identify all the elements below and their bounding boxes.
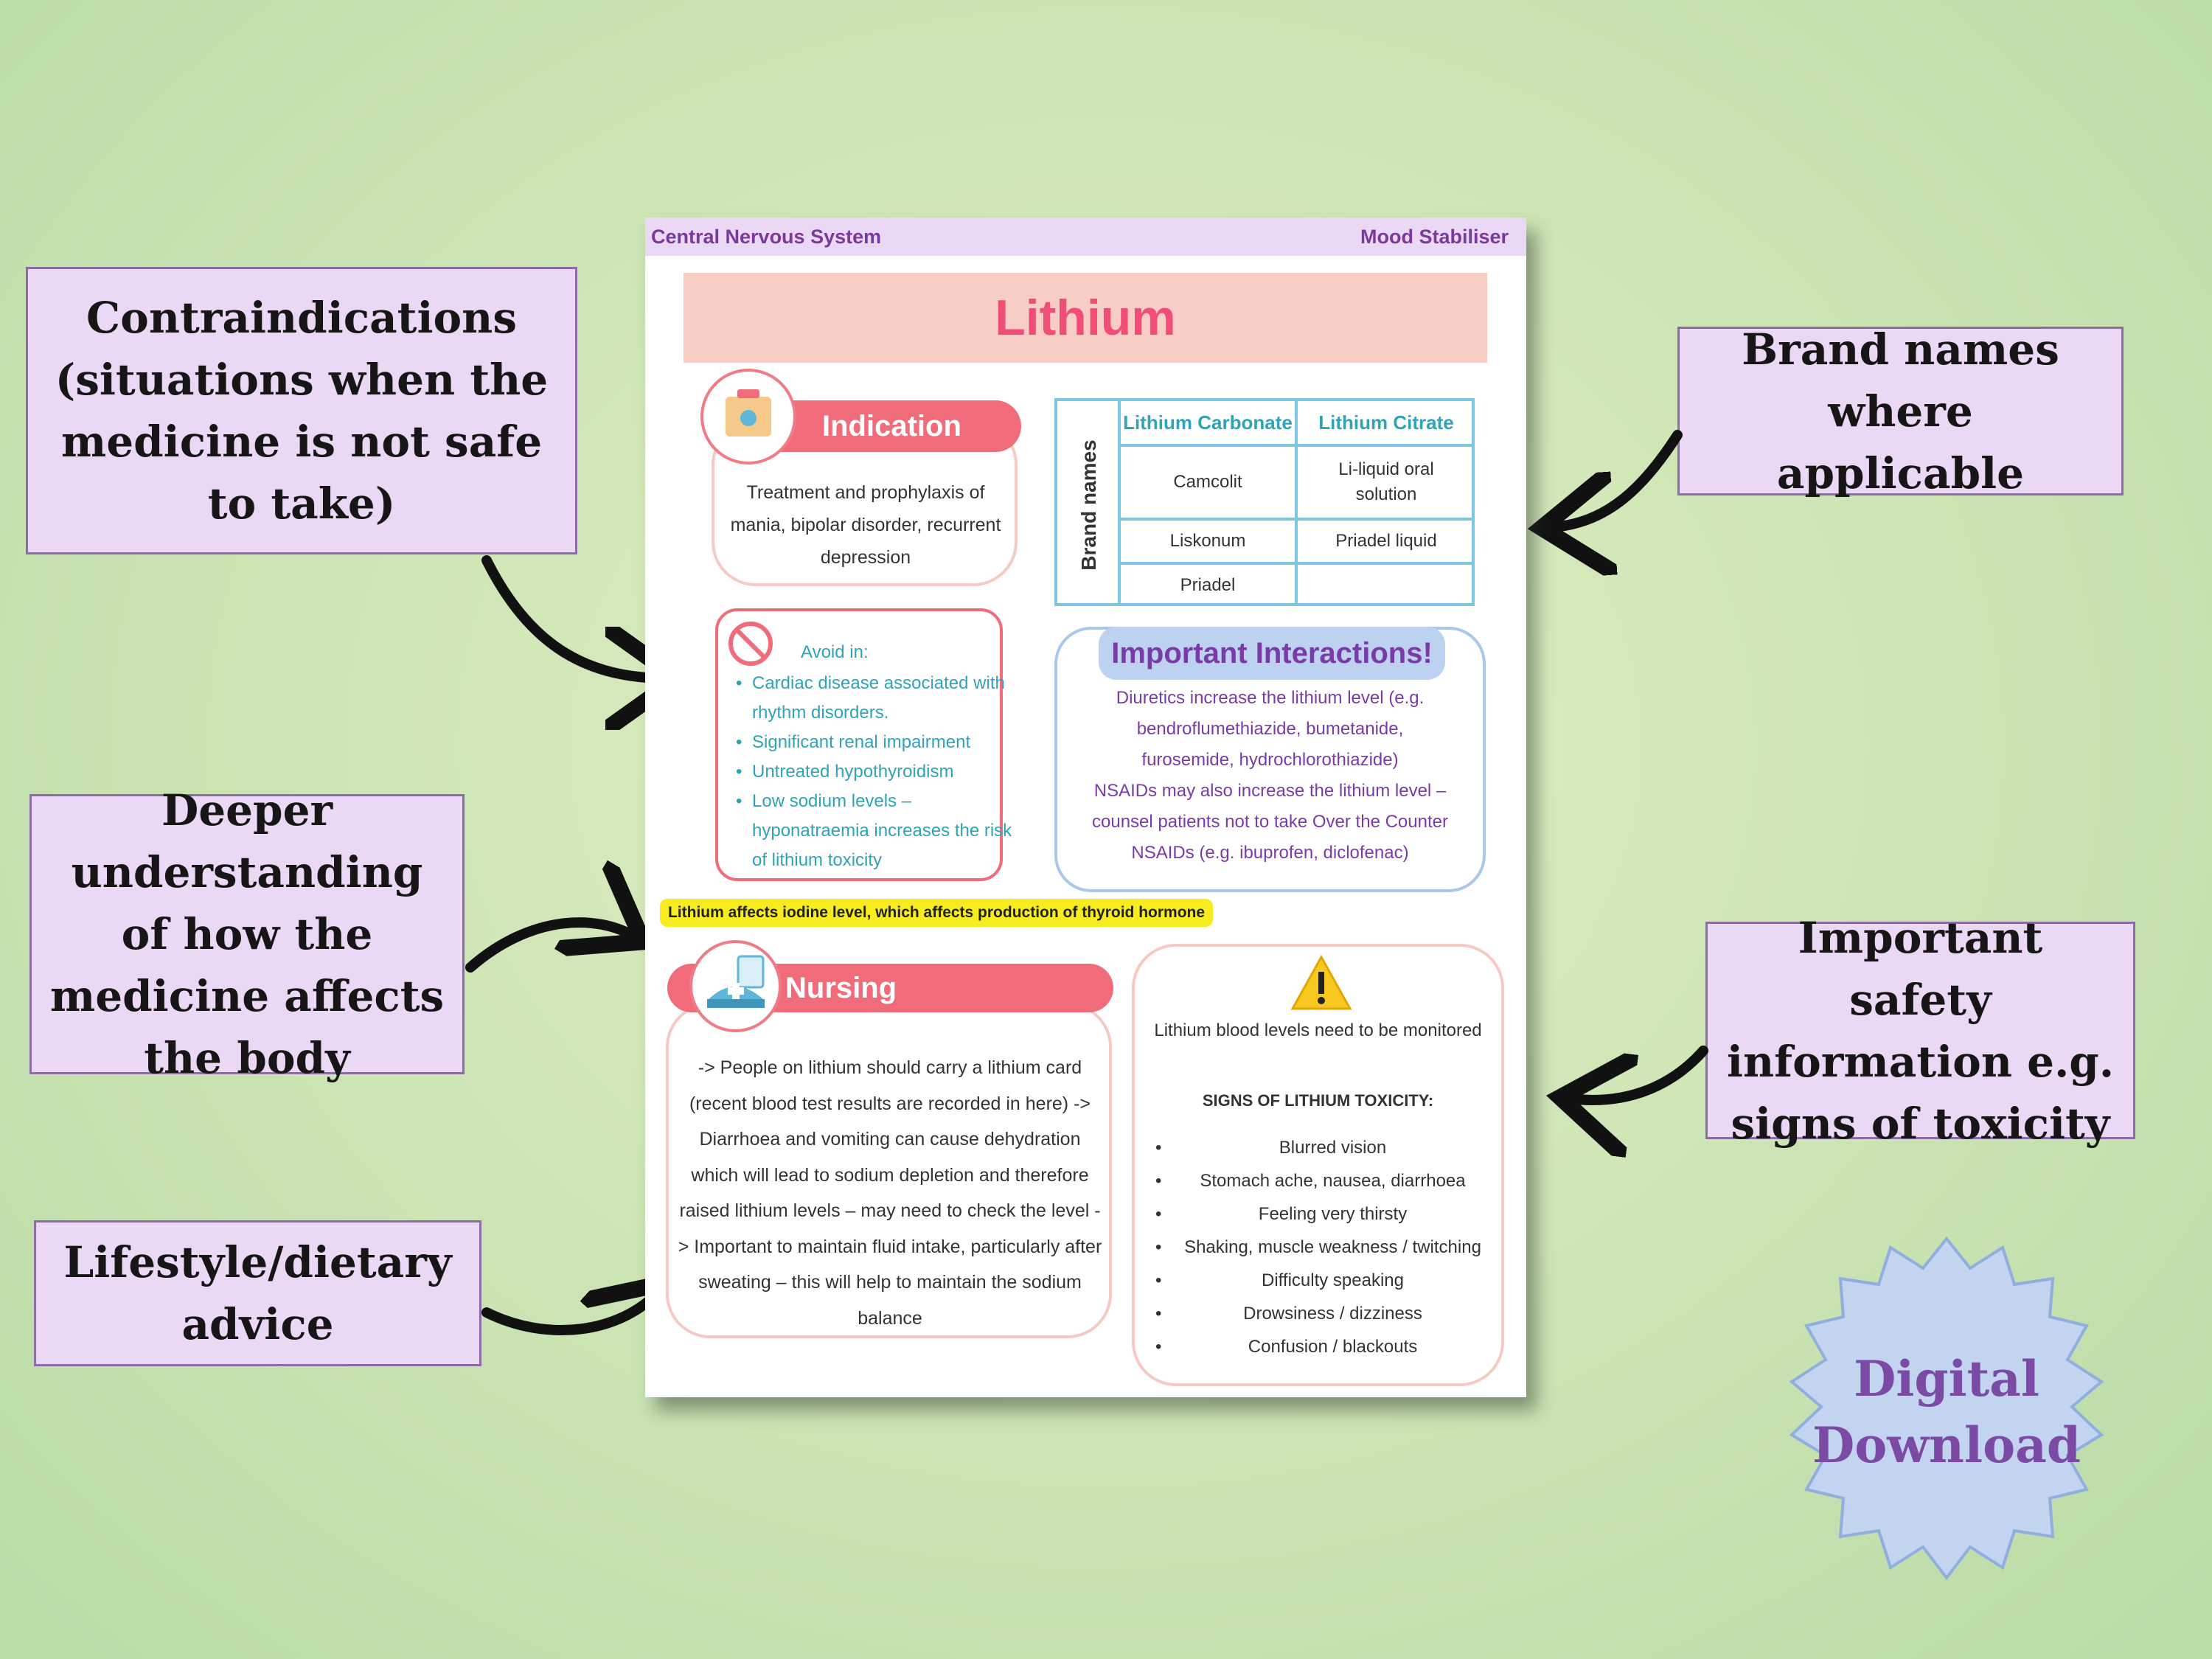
toxicity-signs: Blurred vision Stomach ache, nausea, dia… [1135, 1131, 1501, 1363]
arrow-deeper-understanding [465, 922, 634, 973]
brand-cell: Priadel [1180, 575, 1236, 595]
category-label: Central Nervous System [651, 226, 882, 248]
brand-col2-header: Lithium Citrate [1318, 411, 1454, 434]
brand-names-table: Brand names Lithium Carbonate Lithium Ci… [1054, 398, 1475, 606]
indication-box: Treatment and prophylaxis of mania, bipo… [712, 420, 1018, 586]
toxicity-sign: Feeling very thirsty [1135, 1197, 1501, 1231]
indication-text: Treatment and prophylaxis of mania, bipo… [730, 482, 1001, 568]
toxicity-sign: Drowsiness / dizziness [1135, 1297, 1501, 1330]
toxicity-monitor: Lithium blood levels need to be monitore… [1154, 1020, 1482, 1040]
interactions-nsaids: NSAIDs may also increase the lithium lev… [1092, 781, 1448, 863]
drug-title: Lithium [684, 273, 1487, 363]
brand-side-cell: Brand names [1057, 401, 1121, 603]
callout-brand-names: Brand names where applicable [1677, 324, 2124, 498]
callout-deeper-understanding: Deeper understanding of how the medicine… [29, 785, 465, 1083]
thyroid-note: Lithium affects iodine level, which affe… [660, 899, 1213, 927]
toxicity-sign: Difficulty speaking [1135, 1264, 1501, 1297]
callout-lifestyle-text: Lifestyle/dietary advice [63, 1237, 452, 1349]
contraindications-box: Avoid in: Cardiac disease associated wit… [715, 608, 1012, 881]
toxicity-sign: Shaking, muscle weakness / twitching [1135, 1231, 1501, 1264]
brand-cell: Priadel liquid [1335, 531, 1437, 551]
nurse-cap-icon [689, 940, 782, 1032]
badge-line1: Digital [1854, 1350, 2039, 1408]
no-entry-icon [728, 622, 773, 666]
avoid-item: Low sodium levels – hyponatraemia increa… [736, 787, 1018, 875]
callout-contraindications: Contraindications (situations when the m… [26, 267, 577, 554]
warning-icon [1290, 954, 1352, 1010]
arrow-safety [1571, 1046, 1708, 1100]
toxicity-sign: Blurred vision [1135, 1131, 1501, 1164]
nursing-box: -> People on lithium should carry a lith… [666, 1003, 1112, 1338]
avoid-item: Untreated hypothyroidism [736, 757, 1018, 787]
callout-deeper-understanding-text: Deeper understanding of how the medicine… [49, 785, 445, 1083]
toxicity-heading: SIGNS OF LITHIUM TOXICITY: [1202, 1091, 1434, 1110]
arrow-brand-names [1552, 430, 1683, 527]
avoid-heading: Avoid in: [801, 642, 869, 662]
brand-cell: Camcolit [1173, 472, 1242, 492]
badge-line2: Download [1812, 1416, 2081, 1474]
toxicity-sign: Confusion / blackouts [1135, 1330, 1501, 1363]
avoid-item: Cardiac disease associated with rhythm d… [736, 669, 1018, 728]
class-label: Mood Stabiliser [1360, 226, 1509, 248]
brand-cell: Li-liquid oral solution [1338, 459, 1434, 504]
lithium-worksheet: Central Nervous System Mood Stabiliser L… [645, 218, 1526, 1397]
interactions-box: Important Interactions! Diuretics increa… [1054, 627, 1486, 892]
medical-folder-icon [700, 369, 796, 465]
callout-safety: Important safety information e.g. signs … [1705, 913, 2135, 1149]
digital-download-badge [1789, 1236, 2104, 1581]
nursing-heading: Nursing Considerations [667, 964, 1113, 1053]
interactions-heading: Important Interactions! [1099, 627, 1445, 680]
sheet-header-bar: Central Nervous System Mood Stabiliser [645, 218, 1526, 256]
brand-cell [1298, 565, 1475, 606]
badge-text: Digital Download [1762, 1346, 2131, 1478]
avoid-item: Significant renal impairment [736, 728, 1018, 757]
brand-col1-header: Lithium Carbonate [1123, 411, 1293, 434]
interactions-diuretics: Diuretics increase the lithium level (e.… [1116, 688, 1425, 770]
callout-safety-text: Important safety information e.g. signs … [1726, 912, 2115, 1149]
brand-cell: Liskonum [1169, 531, 1246, 551]
avoid-list: Cardiac disease associated with rhythm d… [718, 669, 1018, 875]
callout-lifestyle: Lifestyle/dietary advice [34, 1220, 481, 1366]
toxicity-box: Lithium blood levels need to be monitore… [1132, 944, 1504, 1386]
brand-side-label: Brand names [1077, 439, 1100, 571]
callout-brand-names-text: Brand names where applicable [1742, 324, 2059, 498]
toxicity-sign: Stomach ache, nausea, diarrhoea [1135, 1164, 1501, 1197]
nursing-text: -> People on lithium should carry a lith… [678, 1057, 1102, 1329]
arrow-contraindications [481, 555, 667, 678]
callout-contraindications-text: Contraindications (situations when the m… [55, 293, 549, 529]
arrow-lifestyle [481, 1290, 660, 1330]
